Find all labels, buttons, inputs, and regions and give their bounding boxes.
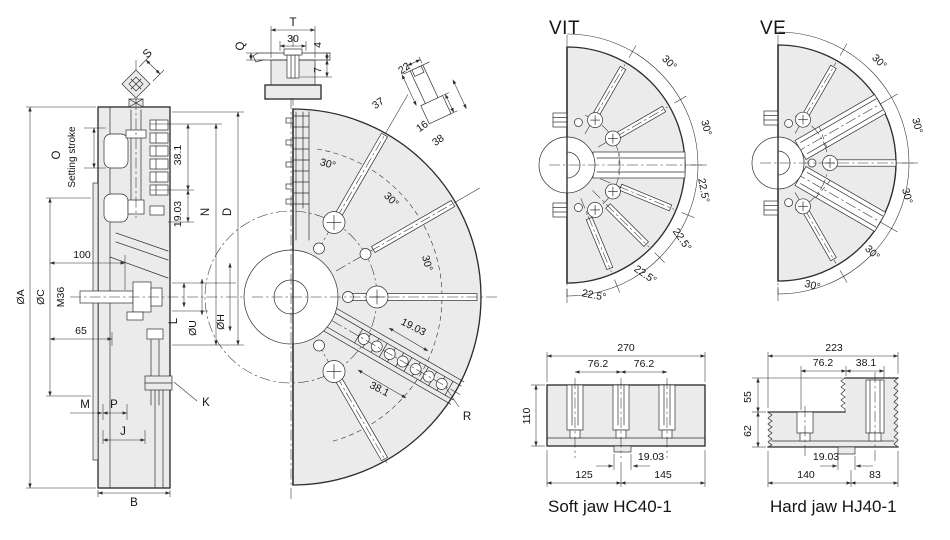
- angle-label: 30°: [862, 243, 882, 263]
- dim-dia-c: ØC: [35, 289, 47, 305]
- angle-label: 30°: [869, 52, 889, 72]
- dim-q: Q: [235, 41, 247, 50]
- dim-dia-u: ØU: [187, 320, 199, 336]
- angle-label: 22.5°: [695, 177, 711, 203]
- angle-label: 30°: [803, 278, 821, 294]
- hard-jaw-view: 223 76.2 38.1 55 62 19.03 140 83 Hard ja…: [742, 342, 899, 516]
- angle-label: 22.5°: [632, 263, 659, 287]
- dim-140: 140: [797, 469, 815, 481]
- dim-n: N: [200, 208, 212, 216]
- dim-125: 125: [575, 469, 593, 481]
- vit-view: 30° 30° 22.5° 22.5° 22.5° 22.5°: [538, 33, 714, 304]
- angle-label: 30°: [698, 118, 714, 136]
- dim-p: P: [110, 399, 118, 411]
- dim-100: 100: [73, 249, 91, 261]
- top-guide-jaw: [285, 111, 310, 241]
- dim-m: M: [80, 399, 90, 411]
- hard-jaw-slots: [796, 372, 885, 462]
- soft-jaw-view: 270 76.2 76.2 110 19.03 125 145 Soft jaw…: [521, 342, 706, 516]
- dim-65: 65: [75, 325, 87, 337]
- dim-270: 270: [617, 342, 635, 354]
- dim-223: 223: [825, 342, 843, 354]
- dim-t: T: [289, 17, 296, 29]
- dim-38: 38: [430, 132, 447, 149]
- dim-7: 7: [312, 67, 324, 73]
- dim-30: 30: [287, 33, 299, 45]
- dim-22: 22: [396, 60, 413, 77]
- angle-label: 30°: [899, 187, 915, 205]
- angle-label: 30°: [319, 156, 337, 172]
- angle-label: 22.5°: [670, 226, 694, 253]
- dim-s: S: [141, 47, 155, 61]
- dim-83: 83: [869, 469, 881, 481]
- dim-76-2-b: 76.2: [634, 358, 655, 370]
- dim-setting-stroke: Setting stroke: [67, 126, 78, 188]
- dim-o: O: [51, 150, 63, 159]
- dim-19-03-soft: 19.03: [638, 451, 664, 463]
- angle-label: 30°: [659, 53, 679, 73]
- dim-37: 37: [370, 95, 387, 112]
- angle-label: 30°: [419, 254, 435, 272]
- vit-title: VIT: [549, 18, 580, 39]
- square-socket-detail: [121, 55, 165, 99]
- dim-145: 145: [654, 469, 672, 481]
- dim-d: D: [222, 208, 234, 216]
- dim-dia-a: ØA: [15, 289, 27, 304]
- dim-38-1: 38.1: [172, 145, 184, 166]
- dim-j: J: [120, 426, 126, 438]
- dim-38-1-hard: 38.1: [856, 357, 877, 369]
- section-view: S ØA ØC O Setting stroke 100 M36 65 38.1…: [15, 47, 256, 509]
- dim-19-03-hard: 19.03: [813, 451, 839, 463]
- ve-title: VE: [760, 18, 786, 39]
- dim-76-2-a: 76.2: [588, 358, 609, 370]
- dim-r: R: [463, 411, 471, 423]
- ve-view: 30° 30° 30° 30° 30°: [751, 31, 925, 301]
- dim-19-03: 19.03: [172, 201, 184, 227]
- front-view: 30° 30° 30° 19.03 38.1 R 22 37 16 38: [204, 56, 500, 500]
- angle-label: 30°: [909, 116, 925, 134]
- soft-jaw-slots: [566, 378, 676, 458]
- angle-label: 22.5°: [581, 287, 607, 303]
- dim-b: B: [130, 497, 138, 509]
- dim-m36: M36: [55, 287, 67, 308]
- dim-55: 55: [742, 391, 754, 403]
- dim-dia-h: ØH: [215, 314, 227, 330]
- soft-jaw-caption: Soft jaw HC40-1: [548, 497, 672, 516]
- dim-110: 110: [521, 407, 533, 424]
- dim-4: 4: [312, 42, 324, 48]
- slot-section-detail: [401, 56, 467, 125]
- dim-62: 62: [742, 425, 754, 437]
- dim-k: K: [202, 397, 210, 409]
- tenon-detail: T 30 Q 4 7: [235, 17, 332, 112]
- dim-l: L: [168, 317, 180, 324]
- dim-76-2-hard: 76.2: [813, 357, 834, 369]
- hard-jaw-caption: Hard jaw HJ40-1: [770, 497, 897, 516]
